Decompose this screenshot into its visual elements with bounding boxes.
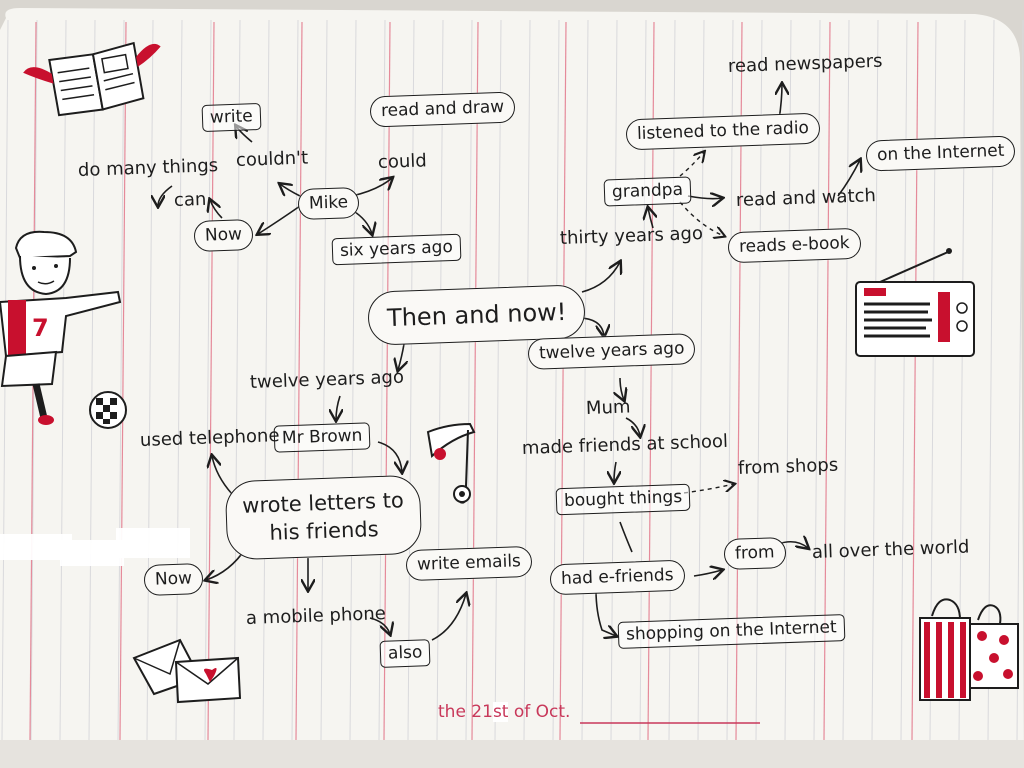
ruled-line bbox=[378, 19, 386, 741]
ruled-line bbox=[436, 19, 444, 741]
label-read-and-watch: read and watch bbox=[735, 185, 877, 211]
node-wrote-letters: wrote letters to his friends bbox=[224, 474, 423, 561]
book-icon bbox=[23, 41, 161, 117]
envelopes-icon bbox=[132, 638, 242, 704]
node-write: write bbox=[201, 102, 262, 133]
paper-sheet bbox=[0, 8, 1024, 768]
ruled-line bbox=[610, 19, 618, 741]
radio-icon bbox=[855, 248, 975, 357]
ruled-line bbox=[175, 19, 183, 741]
margin-line bbox=[383, 21, 391, 741]
node-mike: Mike bbox=[297, 186, 360, 221]
date-ordinal: st bbox=[492, 702, 509, 722]
margin-line bbox=[559, 21, 567, 741]
margin-line bbox=[119, 21, 127, 741]
ruled-line bbox=[581, 19, 589, 741]
ruled-line bbox=[552, 19, 560, 741]
ruled-line bbox=[407, 19, 415, 741]
ruled-line bbox=[494, 19, 502, 741]
node-read-and-draw: read and draw bbox=[369, 91, 516, 128]
margin-line bbox=[207, 21, 215, 741]
node-twelve-years-ago-mum: twelve years ago bbox=[527, 333, 696, 370]
node-had-e-friends: had e-friends bbox=[549, 559, 686, 596]
ruled-line bbox=[204, 19, 212, 741]
label-mum: Mum bbox=[585, 396, 631, 419]
ruled-line bbox=[233, 19, 241, 741]
node-grandpa: grandpa bbox=[603, 176, 692, 207]
node-on-the-internet: on the Internet bbox=[865, 135, 1016, 172]
label-a-mobile-phone: a mobile phone bbox=[245, 603, 387, 629]
node-bought-things: bought things bbox=[555, 483, 691, 516]
ruled-line bbox=[465, 19, 473, 741]
ruled-line bbox=[349, 19, 357, 741]
ruled-line bbox=[291, 19, 299, 741]
label-from-shops: from shops bbox=[737, 454, 839, 479]
node-write-emails: write emails bbox=[405, 545, 533, 582]
date-suffix: of Oct. bbox=[508, 702, 571, 722]
ruled-line bbox=[1016, 19, 1024, 741]
shopping-bags-icon bbox=[919, 598, 1019, 701]
node-mike-now: Now bbox=[193, 218, 254, 253]
svg-text:7: 7 bbox=[32, 314, 49, 342]
center-topic: Then and now! bbox=[367, 284, 587, 346]
ruled-line bbox=[59, 19, 67, 741]
node-also: also bbox=[379, 639, 431, 668]
margin-line bbox=[471, 21, 479, 741]
ruled-line bbox=[146, 19, 154, 741]
margin-line bbox=[295, 21, 303, 741]
label-can: can bbox=[173, 188, 207, 211]
date-prefix: the 21 bbox=[438, 702, 493, 722]
label-could: could bbox=[377, 150, 428, 173]
label-do-many-things: do many things bbox=[77, 155, 219, 181]
label-used-telephone: used telephone bbox=[139, 425, 280, 451]
node-six-years-ago: six years ago bbox=[331, 233, 462, 266]
node-mr-brown-now: Now bbox=[143, 562, 204, 597]
lamp-icon bbox=[426, 422, 476, 504]
ruled-line bbox=[262, 19, 270, 741]
football-icon bbox=[89, 391, 127, 429]
white-tape-strip bbox=[0, 528, 190, 566]
boy-footballer-icon: 7 bbox=[0, 230, 122, 425]
node-reads-e-book: reads e-book bbox=[727, 227, 862, 264]
label-thirty-years-ago: thirty years ago bbox=[559, 223, 704, 249]
ruled-line bbox=[320, 19, 328, 741]
ruled-line bbox=[523, 19, 531, 741]
node-mr-brown: Mr Brown bbox=[273, 422, 371, 453]
ruled-line bbox=[88, 19, 96, 741]
node-from: from bbox=[723, 536, 787, 571]
label-couldnt: couldn't bbox=[235, 147, 309, 171]
ruled-line bbox=[117, 19, 125, 741]
date-label: the 21st of Oct. bbox=[438, 702, 570, 722]
